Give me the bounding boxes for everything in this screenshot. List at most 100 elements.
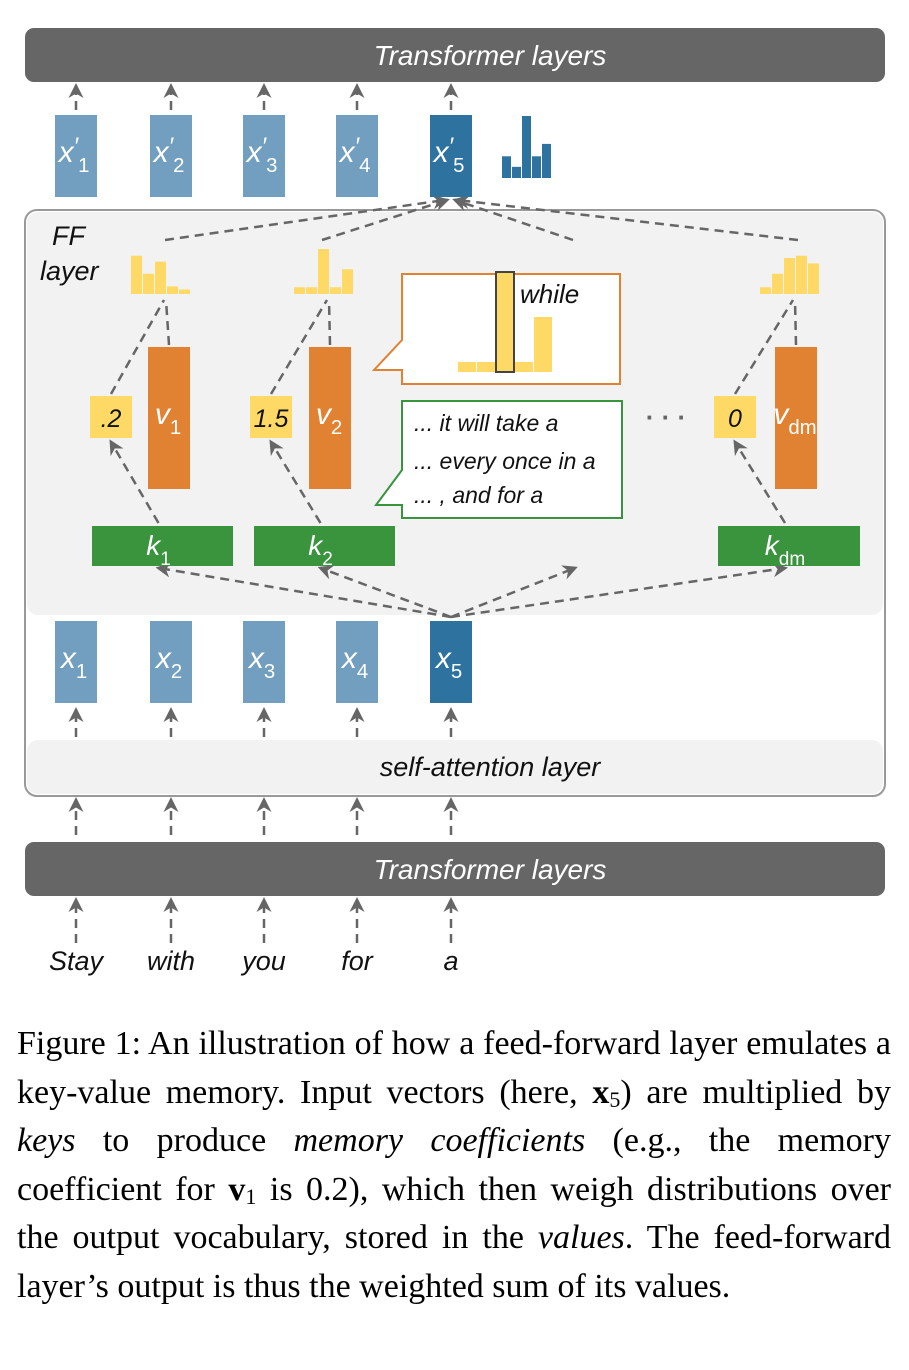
caption-segment: values bbox=[537, 1219, 625, 1256]
arrow-dist2-to-output bbox=[321, 196, 450, 242]
caption-segment: . The feed-forward layer’s output is thu… bbox=[17, 1219, 891, 1305]
histogram-bar bbox=[502, 156, 511, 178]
input-token: Stay bbox=[49, 946, 105, 976]
memory-coefficient: 1.5 bbox=[254, 405, 289, 433]
histogram-bar bbox=[342, 269, 353, 294]
value-vector-label: vdm bbox=[773, 398, 816, 439]
value-vector-label: v1 bbox=[155, 398, 181, 439]
arrow-key-to-coefficient bbox=[109, 439, 160, 524]
input-vector-label: x2 bbox=[154, 642, 182, 683]
ff-label-line2: layer bbox=[40, 256, 100, 286]
histogram-bar bbox=[179, 289, 190, 294]
input-vector-label: x4 bbox=[340, 642, 368, 683]
key-vector-label: kdm bbox=[765, 530, 805, 570]
input-vector-label: x5 bbox=[434, 642, 462, 683]
arrow-distdm-to-output bbox=[454, 193, 799, 242]
value-callout: while bbox=[371, 271, 621, 385]
arrow-elided-to-output bbox=[452, 196, 574, 242]
output-vector bbox=[150, 115, 192, 197]
self-attention-panel bbox=[27, 740, 883, 794]
input-token: with bbox=[147, 946, 195, 976]
line-coefficient-to-distribution bbox=[733, 299, 795, 395]
key-vector bbox=[92, 526, 233, 566]
input-vector bbox=[150, 621, 192, 703]
self-attention-label: self-attention layer bbox=[380, 752, 602, 782]
input-vector-label: x1 bbox=[59, 642, 87, 683]
histogram-bar bbox=[808, 263, 819, 294]
top-transformer-layers bbox=[25, 28, 885, 82]
arrow-key-to-coefficient bbox=[269, 439, 322, 524]
histogram-bar bbox=[495, 271, 515, 373]
value-callout-histogram bbox=[458, 271, 552, 373]
input-token: a bbox=[443, 946, 458, 976]
histogram-bar bbox=[330, 287, 341, 294]
memory-coefficient: 0 bbox=[728, 405, 742, 433]
line-value-to-distribution bbox=[793, 299, 798, 346]
histogram-bar bbox=[512, 166, 521, 178]
bottom-transformer-label: Transformer layers bbox=[374, 854, 607, 885]
bottom-transformer-layers bbox=[25, 842, 885, 896]
input-vector bbox=[243, 621, 285, 703]
memory-coefficient-box bbox=[90, 396, 132, 438]
caption-segment: keys bbox=[17, 1122, 76, 1159]
key-vector-label: k1 bbox=[146, 530, 171, 570]
memory-slot: k1 v1 .2 bbox=[90, 255, 233, 570]
histogram-bar bbox=[542, 143, 551, 178]
histogram-bar bbox=[318, 249, 329, 294]
histogram-bar bbox=[155, 261, 166, 294]
histogram-bar bbox=[522, 116, 531, 178]
output-vector bbox=[430, 115, 472, 197]
value-callout-word: while bbox=[520, 279, 579, 309]
caption-segment: (e.g., the memory coefficient for bbox=[17, 1122, 891, 1208]
output-vector-label: x′4 bbox=[338, 133, 371, 177]
memory-slot: kdm vdm 0 bbox=[714, 255, 860, 570]
line-value-to-distribution bbox=[164, 299, 171, 346]
memory-coefficient: .2 bbox=[101, 405, 122, 433]
input-token: you bbox=[240, 946, 286, 976]
output-vector-label: x′3 bbox=[245, 133, 278, 177]
key-callout: ... it will take a ... every once in a .… bbox=[374, 400, 623, 519]
line-coefficient-to-distribution bbox=[269, 299, 329, 395]
histogram-bar bbox=[306, 287, 317, 294]
output-vector-label: x′2 bbox=[152, 133, 185, 177]
histogram-bar bbox=[458, 362, 476, 372]
histogram-bar bbox=[534, 317, 552, 372]
caption-segment: 1 bbox=[245, 1183, 257, 1209]
caption-segment: ) are multiplied by bbox=[620, 1073, 891, 1111]
caption-segment: 5 bbox=[609, 1086, 621, 1112]
value-vector bbox=[309, 347, 351, 489]
top-transformer-label: Transformer layers bbox=[374, 40, 607, 71]
ff-key-value-diagram: self-attention layer Transformer layers … bbox=[24, 28, 886, 976]
arrow-input-to-key bbox=[155, 562, 452, 619]
arrow-dist1-to-output bbox=[164, 194, 448, 242]
histogram-bar bbox=[167, 286, 178, 294]
input-tokens: Stay with you for a bbox=[49, 946, 459, 976]
histogram-bar bbox=[294, 287, 305, 294]
output-vector bbox=[243, 115, 285, 197]
line-value-to-distribution bbox=[327, 299, 332, 346]
output-distribution-histogram bbox=[502, 116, 551, 178]
caption-segment: memory coefficients bbox=[293, 1122, 586, 1159]
histogram-bar bbox=[784, 258, 795, 294]
arrow-input-to-elided-key bbox=[450, 565, 578, 619]
caption-label: Figure 1: bbox=[17, 1025, 142, 1062]
histogram-bar bbox=[772, 273, 783, 294]
input-vector bbox=[55, 621, 97, 703]
caption-segment: v bbox=[228, 1170, 246, 1208]
histogram-bar bbox=[760, 287, 771, 294]
input-token: for bbox=[341, 946, 374, 976]
histogram-bar bbox=[143, 273, 154, 294]
caption-segment: to produce bbox=[75, 1122, 294, 1159]
output-vector-label: x′1 bbox=[57, 133, 90, 177]
line-coefficient-to-distribution bbox=[109, 299, 166, 395]
key-callout-line: ... every once in a bbox=[414, 448, 596, 474]
caption-segment: x bbox=[592, 1073, 610, 1111]
histogram-bar bbox=[131, 255, 142, 294]
input-vector bbox=[430, 621, 472, 703]
caption-body: An illustration of how a feed-forward la… bbox=[17, 1025, 891, 1305]
key-callout-line: ... it will take a bbox=[414, 410, 558, 436]
input-vector-label: x3 bbox=[247, 642, 275, 683]
figure-caption: Figure 1: An illustration of how a feed-… bbox=[17, 1020, 891, 1311]
